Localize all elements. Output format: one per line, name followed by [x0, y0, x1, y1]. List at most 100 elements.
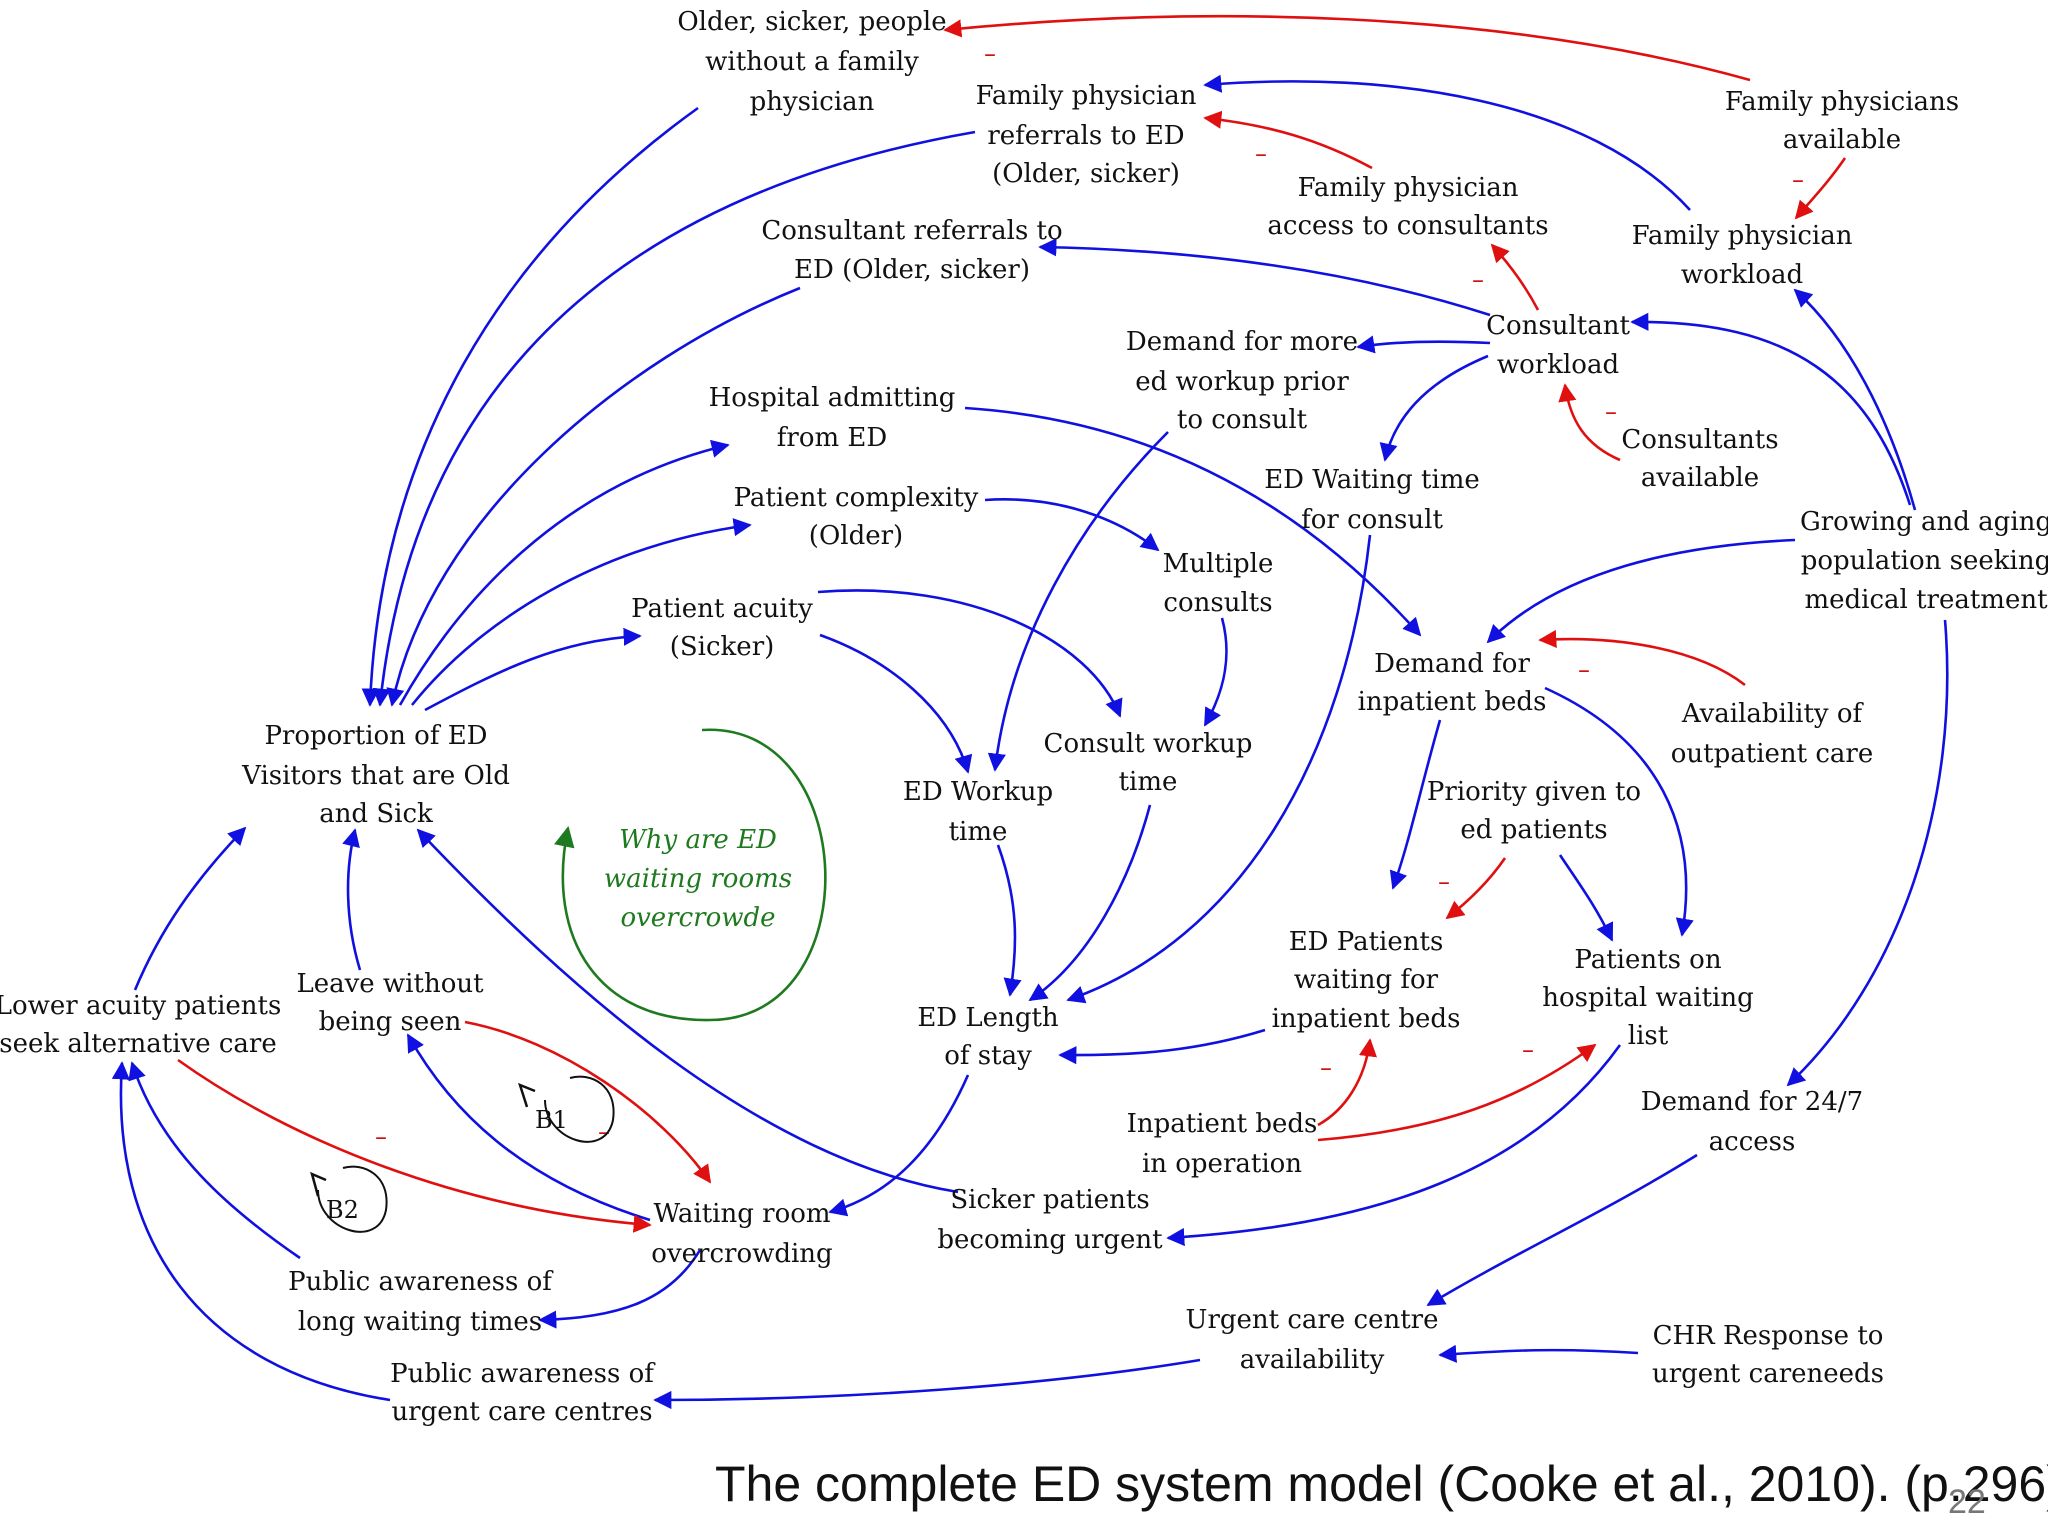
link-lower-to-proportion	[133, 826, 247, 991]
sign-neg: –	[1522, 1036, 1534, 1064]
link-consref-to-proportion	[386, 286, 801, 707]
node-fp-workload: Family physician workload	[1632, 221, 1853, 290]
node-label-line: in operation	[1142, 1149, 1302, 1179]
node-label-line: inpatient beds	[1358, 687, 1547, 717]
link-los-to-waitingroom	[828, 1074, 970, 1217]
node-label-line: (Older)	[809, 521, 903, 551]
node-label-line: Patients on	[1574, 945, 1721, 975]
node-label-line: availability	[1240, 1345, 1385, 1375]
node-label-line: available	[1783, 125, 1901, 155]
node-label-line: becoming urgent	[937, 1225, 1163, 1255]
link-outpatient-to-demandbeds	[1538, 629, 1746, 687]
sign-neg: –	[1605, 398, 1617, 426]
node-consultant-workload: Consultant workload	[1486, 311, 1630, 380]
node-demand-more-workup: Demand for more ed workup prior to consu…	[1126, 327, 1358, 435]
node-label-line: inpatient beds	[1272, 1004, 1461, 1034]
node-label-line: Family physician	[976, 81, 1197, 111]
link-proportion-to-acuity	[424, 627, 642, 712]
node-label-line: Public awareness of	[288, 1267, 554, 1297]
center-loop-label-line: waiting rooms	[604, 864, 792, 894]
node-label-line: being seen	[319, 1007, 462, 1037]
node-label-line: without a family	[705, 47, 919, 77]
node-label-line: Older, sicker, people	[677, 7, 946, 37]
page-number: 22	[1948, 1483, 1986, 1521]
link-hospitallist-to-sicker	[1166, 1044, 1622, 1247]
node-patient-acuity: Patient acuity (Sicker)	[631, 594, 813, 662]
figure-caption: The complete ED system model (Cooke et a…	[715, 1456, 2048, 1512]
sign-neg: –	[1472, 266, 1484, 294]
node-patients-hospital-list: Patients on hospital waiting list	[1542, 945, 1753, 1051]
node-availability-outpatient: Availability of outpatient care	[1671, 699, 1873, 769]
node-label-line: Availability of	[1681, 699, 1865, 729]
node-label-line: Priority given to	[1427, 777, 1641, 807]
node-label-line: Urgent care centre	[1186, 1305, 1439, 1335]
link-fpref-to-proportion	[372, 130, 976, 707]
node-label-line: ED Waiting time	[1264, 465, 1480, 495]
link-sicker-to-proportion	[416, 828, 959, 1194]
center-loop-label-line: Why are ED	[619, 825, 777, 855]
sign-neg: –	[1578, 656, 1590, 684]
link-fpavail-to-fpref	[1203, 74, 1691, 211]
link-conswork-to-waitconsult	[1379, 354, 1489, 462]
node-public-awareness-waiting: Public awareness of long waiting times	[288, 1267, 554, 1337]
link-fpaccess-to-fpref	[1203, 110, 1373, 170]
node-label-line: workload	[1497, 350, 1619, 380]
sign-neg: –	[1438, 868, 1450, 896]
node-label-line: Inpatient beds	[1127, 1109, 1318, 1139]
node-label-line: access	[1709, 1127, 1796, 1157]
center-loop-arrow	[554, 728, 827, 1022]
center-loop: Why are ED waiting rooms overcrowde	[554, 728, 827, 1022]
link-waitingroom-to-leave	[406, 1033, 651, 1222]
node-label-line: access to consultants	[1267, 211, 1548, 241]
node-chr-response: CHR Response to urgent careneeds	[1652, 1321, 1884, 1389]
link-complexity-to-multiple	[984, 498, 1160, 552]
node-label-line: outpatient care	[1671, 739, 1873, 769]
link-urgent-to-publicurgent	[653, 1358, 1201, 1410]
link-edpatients-to-los	[1058, 1028, 1266, 1065]
link-waitconsult-to-los	[1066, 534, 1372, 1004]
node-label-line: from ED	[777, 423, 887, 453]
node-label-line: seek alternative care	[0, 1029, 277, 1059]
link-acuity-to-edworkup	[819, 633, 973, 774]
link-chr-to-urgent	[1438, 1344, 1639, 1363]
link-admitting-to-demandbeds	[964, 406, 1422, 637]
node-label-line: Consult workup	[1044, 729, 1253, 759]
node-priority-ed-patients: Priority given to ed patients	[1427, 777, 1641, 845]
link-demand247-to-urgent	[1426, 1153, 1698, 1307]
node-label-line: available	[1641, 463, 1759, 493]
loop-b2: B2	[310, 1165, 388, 1233]
link-proportion-to-admitting	[398, 439, 730, 706]
link-growing-to-fpworkload	[1793, 288, 1917, 511]
node-label-line: urgent careneeds	[1652, 1359, 1884, 1389]
node-label-line: ED (Older, sicker)	[794, 255, 1030, 285]
node-patient-complexity: Patient complexity (Older)	[734, 483, 979, 551]
link-conswork-to-moreworkup	[1356, 335, 1491, 354]
link-fpavail-to-fpworkload	[1794, 157, 1847, 220]
node-label-line: Visitors that are Old	[241, 761, 510, 791]
sign-neg: –	[1255, 140, 1267, 168]
node-hospital-admitting: Hospital admitting from ED	[709, 383, 956, 453]
node-label-line: ed workup prior	[1135, 367, 1349, 397]
node-urgent-care-availability: Urgent care centre availability	[1186, 1305, 1439, 1375]
node-label-line: consults	[1163, 588, 1272, 618]
node-consultant-referrals: Consultant referrals to ED (Older, sicke…	[761, 216, 1062, 285]
node-label-line: urgent care centres	[391, 1397, 652, 1427]
sign-neg: –	[1320, 1054, 1332, 1082]
node-label-line: Demand for more	[1126, 327, 1358, 357]
node-demand-24-7: Demand for 24/7 access	[1641, 1087, 1863, 1157]
node-lower-acuity: Lower acuity patients seek alternative c…	[0, 991, 281, 1059]
node-fp-access-consultants: Family physician access to consultants	[1267, 173, 1548, 241]
link-lower-to-waitingroom	[177, 1058, 652, 1233]
sign-neg: –	[984, 40, 996, 68]
link-growing-to-demand247	[1786, 619, 1949, 1087]
node-older-sicker: Older, sicker, people without a family p…	[677, 7, 946, 117]
node-label-line: workload	[1681, 260, 1803, 290]
node-label-line: Family physicians	[1725, 87, 1959, 117]
node-label-line: (Older, sicker)	[992, 159, 1180, 189]
node-label-line: Leave without	[296, 969, 484, 999]
node-ed-patients-waiting-beds: ED Patients waiting for inpatient beds	[1272, 927, 1461, 1034]
node-label-line: Waiting room	[653, 1199, 830, 1229]
link-leave-to-waitingroom	[464, 1020, 712, 1184]
link-proportion-to-complexity	[410, 518, 752, 706]
node-inpatient-beds-operation: Inpatient beds in operation	[1127, 1109, 1318, 1179]
